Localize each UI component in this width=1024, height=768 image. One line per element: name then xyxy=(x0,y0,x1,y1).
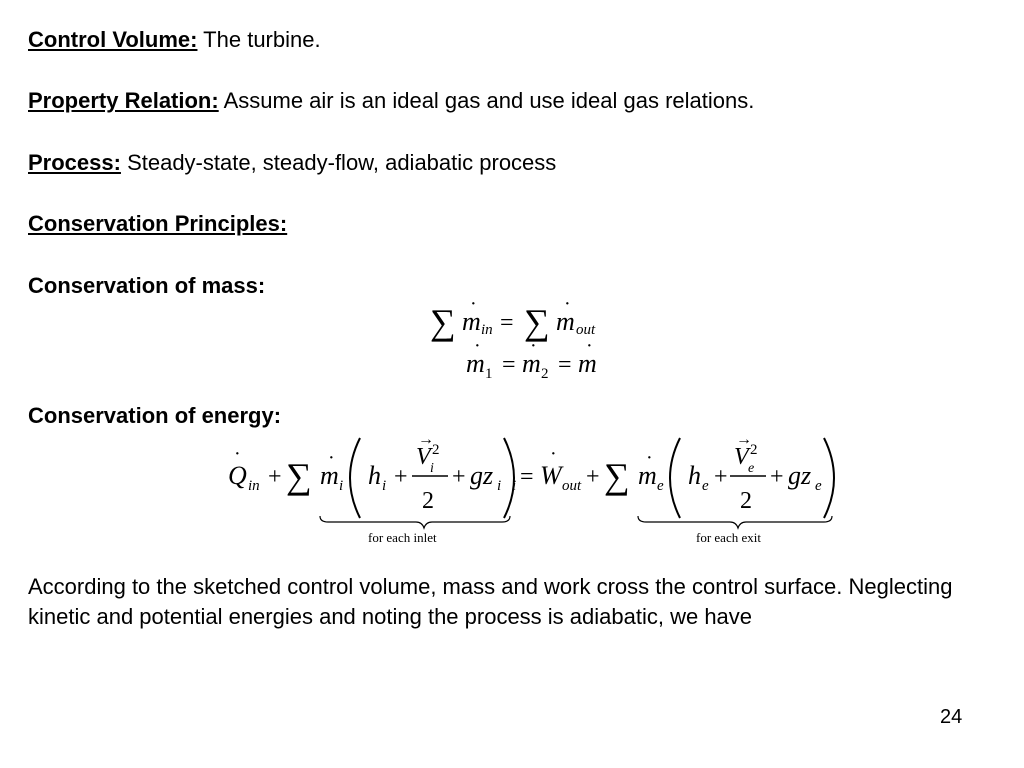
sum-symbol: ∑ xyxy=(430,302,456,342)
conservation-of-mass-heading: Conservation of mass: xyxy=(28,273,266,298)
dot-accent: · xyxy=(530,342,537,357)
control-volume-text: The turbine. xyxy=(197,27,321,52)
right-paren xyxy=(823,437,835,519)
gz-symbol: gz xyxy=(788,461,811,490)
velocity-symbol: V xyxy=(734,444,751,470)
left-paren xyxy=(669,437,681,519)
inlet-subscript: i xyxy=(339,478,343,494)
conservation-of-energy-heading: Conservation of energy: xyxy=(28,403,282,428)
exponent-two: 2 xyxy=(750,442,758,458)
equals-sign: = xyxy=(500,310,514,336)
sum-symbol: ∑ xyxy=(286,456,312,496)
underbrace-exit xyxy=(637,515,833,530)
control-volume-label: Control Volume: xyxy=(28,27,198,52)
gz-symbol: gz xyxy=(470,461,493,490)
velocity-symbol: V xyxy=(416,444,433,470)
property-relation-line: Property Relation: Assume air is an idea… xyxy=(28,88,754,114)
mdot-symbol: m xyxy=(320,461,339,490)
mdot-symbol: m xyxy=(638,461,657,490)
equals-sign: = xyxy=(520,464,534,490)
brace-label-exit: for each exit xyxy=(696,530,761,545)
mdot-symbol: m xyxy=(462,307,481,336)
dot-accent: · xyxy=(646,447,653,469)
dot-accent: · xyxy=(564,296,571,315)
plus-sign: + xyxy=(770,464,784,490)
denominator-two: 2 xyxy=(740,488,752,514)
sum-symbol: ∑ xyxy=(524,302,550,342)
right-paren xyxy=(503,437,515,519)
mdot-symbol: m xyxy=(578,349,597,378)
control-volume-line: Control Volume: The turbine. xyxy=(28,27,321,53)
dot-accent: · xyxy=(470,296,477,315)
dot-accent: · xyxy=(328,447,335,469)
mass-out-subscript: out xyxy=(576,322,596,338)
h-symbol: h xyxy=(688,461,701,490)
exponent-two: 2 xyxy=(432,442,440,458)
dot-accent: · xyxy=(234,443,241,465)
mass-in-subscript: in xyxy=(481,322,493,338)
vector-arrow: → xyxy=(418,431,434,448)
q-in-subscript: in xyxy=(248,478,260,494)
exit-subscript: e xyxy=(657,478,664,494)
inlet-subscript: i xyxy=(512,478,516,494)
conservation-principles-line: Conservation Principles: xyxy=(28,211,287,237)
body-paragraph: According to the sketched control volume… xyxy=(28,574,953,629)
sum-symbol: ∑ xyxy=(604,456,630,496)
left-paren xyxy=(349,437,361,519)
property-relation-label: Property Relation: xyxy=(28,88,219,113)
process-text: Steady-state, steady-flow, adiabatic pro… xyxy=(120,150,557,175)
page-number: 24 xyxy=(940,706,963,728)
inlet-subscript: i xyxy=(382,478,386,494)
dot-accent: · xyxy=(474,342,481,357)
subscript-two: 2 xyxy=(541,366,549,382)
inlet-subscript: i xyxy=(430,461,434,476)
underbrace-inlet xyxy=(319,515,511,530)
exit-subscript: e xyxy=(748,461,754,476)
exit-subscript: e xyxy=(815,478,822,494)
equals-sign: = xyxy=(502,352,516,378)
brace-label-inlet: for each inlet xyxy=(368,530,437,545)
vector-arrow: → xyxy=(736,431,752,448)
plus-sign: + xyxy=(268,464,282,490)
inlet-subscript: i xyxy=(497,478,501,494)
plus-sign: + xyxy=(714,464,728,490)
mdot-symbol: m xyxy=(556,307,575,336)
plus-sign: + xyxy=(586,464,600,490)
mdot-symbol: m xyxy=(466,349,485,378)
exit-subscript: e xyxy=(702,478,709,494)
h-symbol: h xyxy=(368,461,381,490)
mdot-symbol: m xyxy=(522,349,541,378)
mass-equation-1: ∑ m · in = ∑ m · out xyxy=(430,296,596,342)
mass-equation-2: m · 1 = m · 2 = m · xyxy=(466,342,597,382)
denominator-two: 2 xyxy=(422,488,434,514)
w-out-subscript: out xyxy=(562,478,582,494)
w-symbol: W xyxy=(540,461,564,490)
plus-sign: + xyxy=(394,464,408,490)
property-relation-text: Assume air is an ideal gas and use ideal… xyxy=(218,88,755,113)
conservation-principles-label: Conservation Principles: xyxy=(28,211,288,236)
process-line: Process: Steady-state, steady-flow, adia… xyxy=(28,150,556,176)
energy-equation: Q · in + ∑ m · i h i + V → 2 i 2 + gz i … xyxy=(228,431,835,545)
dot-accent: · xyxy=(550,443,557,465)
subscript-one: 1 xyxy=(485,366,493,382)
plus-sign: + xyxy=(452,464,466,490)
dot-accent: · xyxy=(586,342,593,357)
process-label: Process: xyxy=(28,150,121,175)
equals-sign: = xyxy=(558,352,572,378)
q-symbol: Q xyxy=(228,461,247,490)
